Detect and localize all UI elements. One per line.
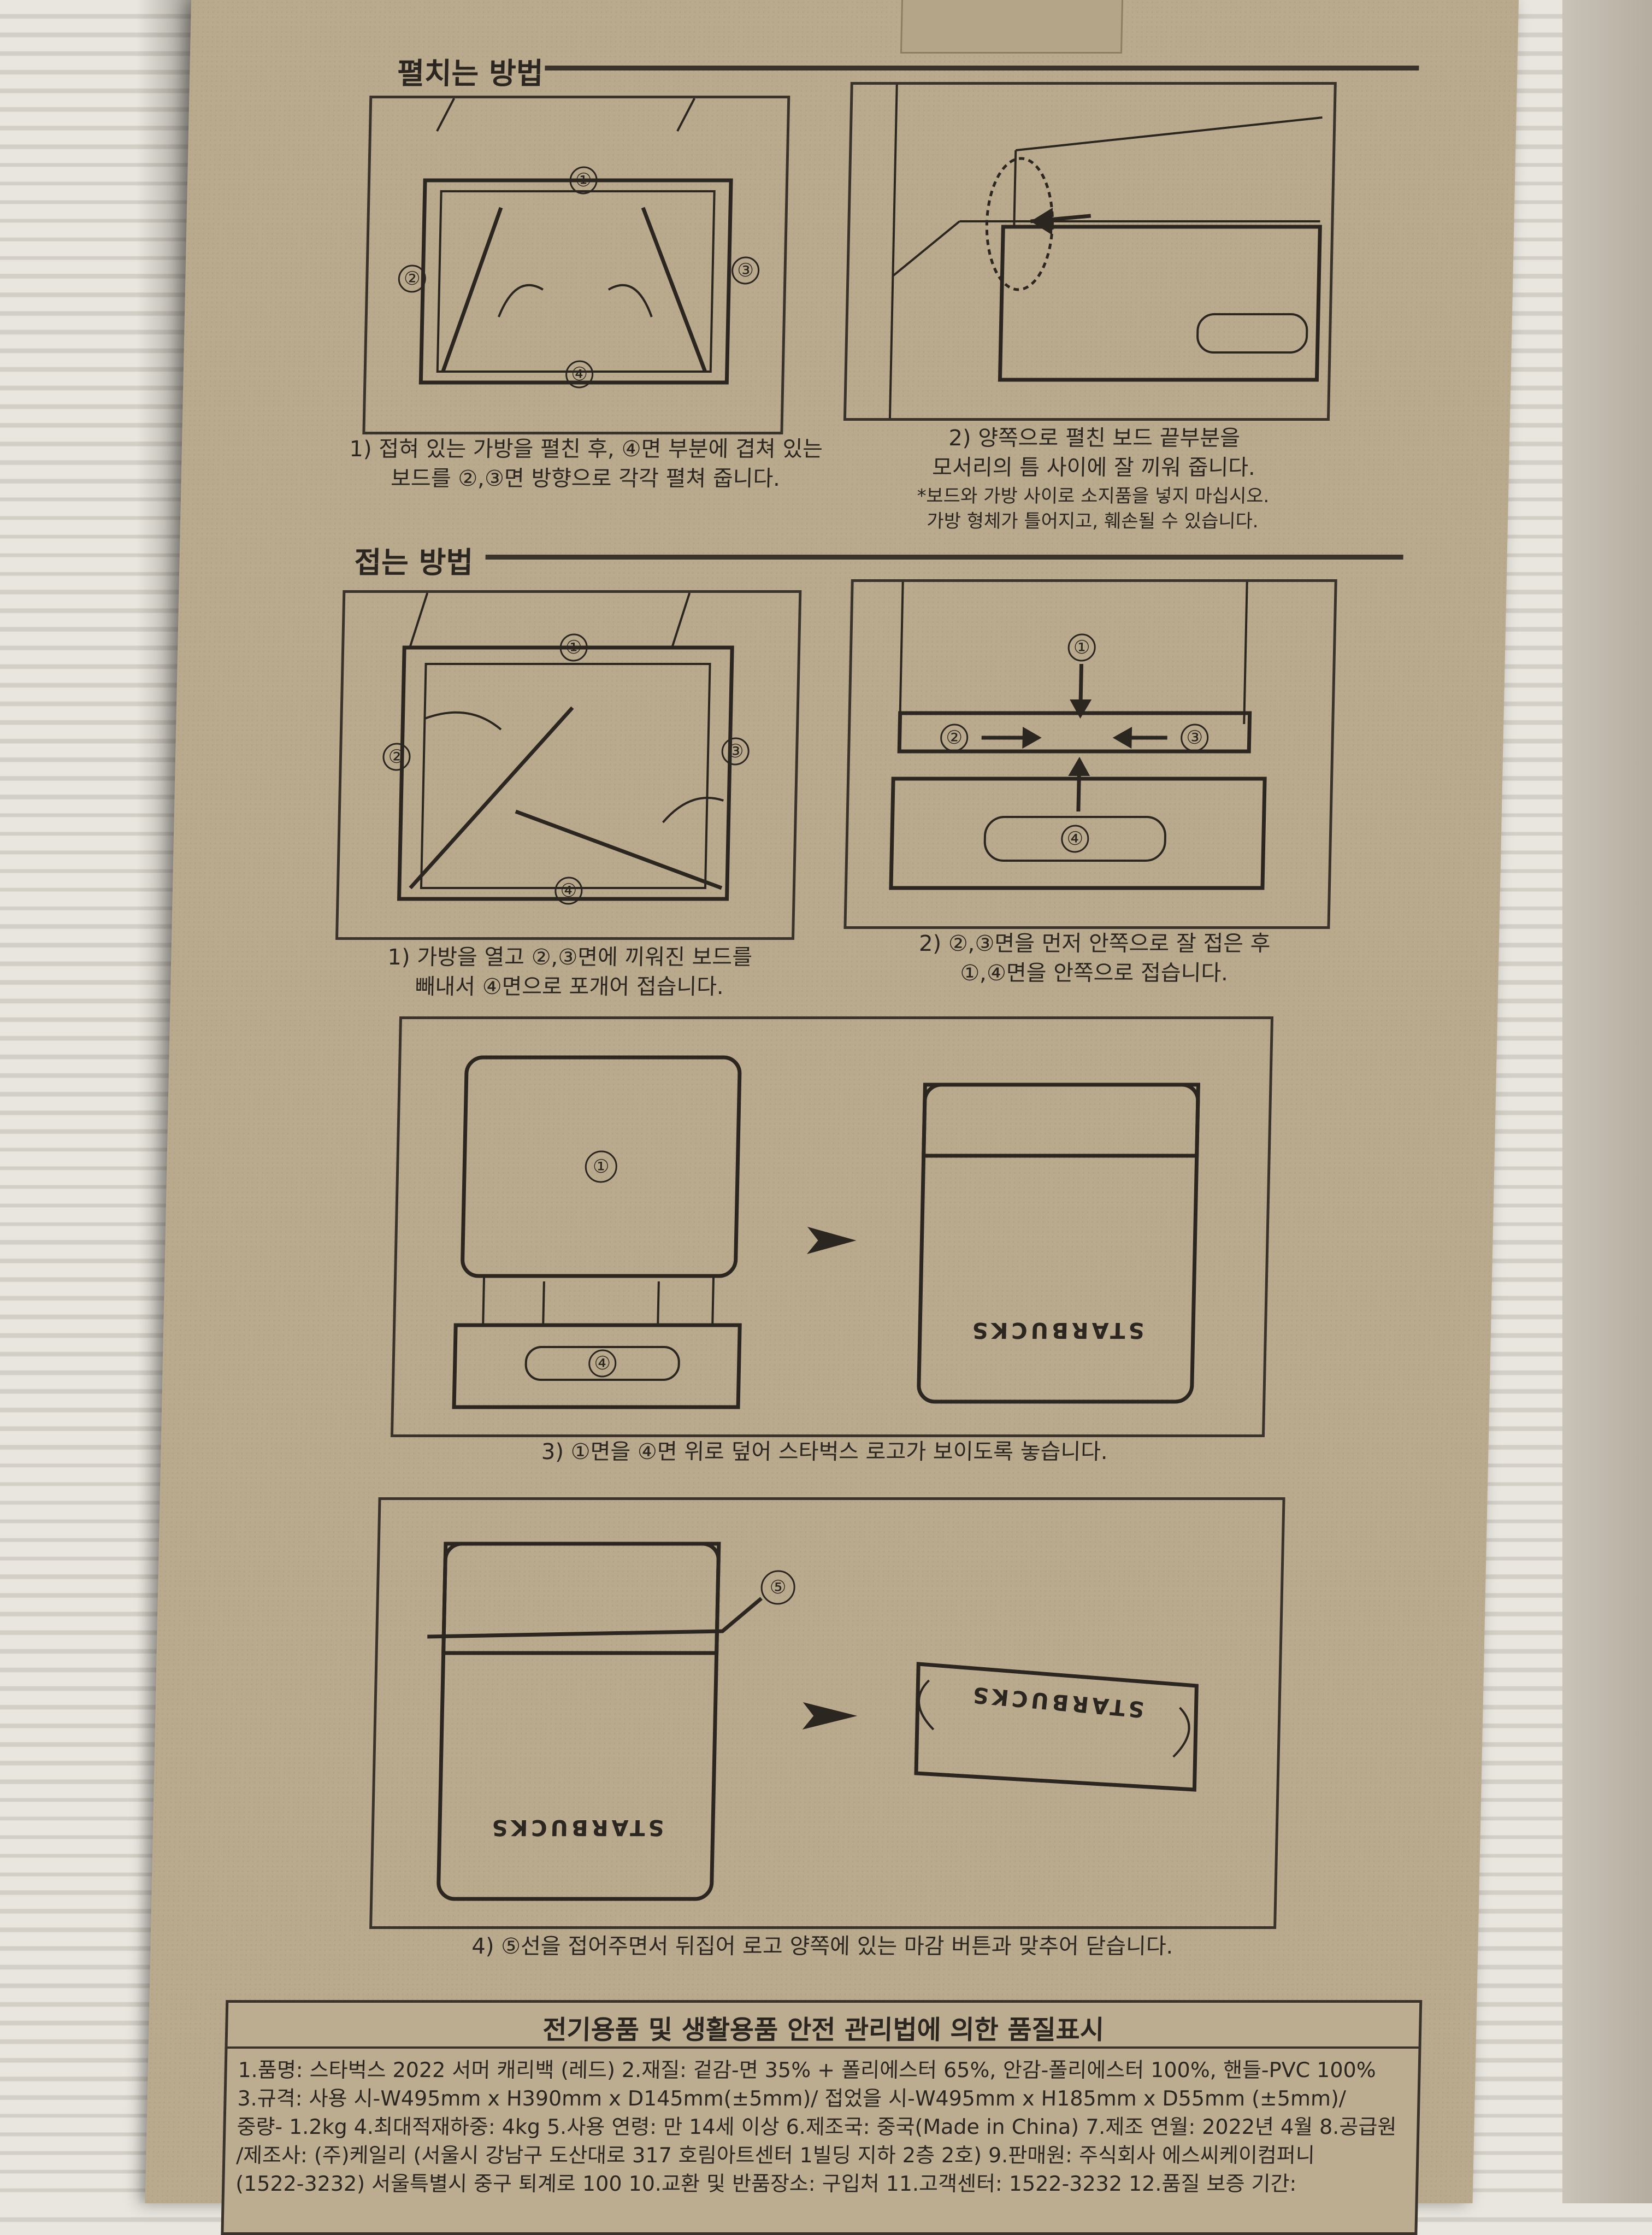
fold-step4: 4) ⑤선을 접어주면서 뒤집어 로고 양쪽에 있는 마감 버튼과 맞추어 닫습…	[471, 1934, 1173, 1959]
instruction-board: 펼치는 방법 ① ② ③ ④ 1) 접혀 있는 가방을 펼친 후, ④면 부분에	[145, 0, 1519, 2235]
label-3b: ③	[727, 740, 744, 762]
fold-step1-text: 1) 가방을 열고 ②,③면에 끼워진 보드를 빼내서 ④면으로 포개어 접습니…	[334, 943, 805, 1002]
unfold-diagram-2	[888, 85, 1323, 418]
unfold-note: *보드와 가방 사이로 소지품을 넣지 마십시오. 가방 형체가 틀어지고, 훼…	[917, 485, 1270, 532]
unfold-step1: 1) 접혀 있는 가방을 펼친 후, ④면 부분에 겹쳐 있는 보드를 ②,③면…	[349, 437, 823, 491]
background-right	[1562, 0, 1652, 2203]
label-2c: ②	[946, 727, 963, 749]
fold-diagram-3: ① ④ STARBUCKS	[452, 1055, 1200, 1409]
label-4d: ④	[594, 1352, 611, 1374]
quality-line-3: 중량- 1.2kg 4.최대적재하중: 4kg 5.사용 연령: 만 14세 이…	[237, 2115, 1397, 2139]
label-4: ④	[571, 363, 588, 385]
fold-diagram-4: ⑤ STARBUCKS STARBUCKS	[427, 1542, 1199, 1901]
label-1b: ①	[565, 637, 582, 658]
unfold-panel-2	[843, 82, 1337, 421]
label-4b: ④	[560, 880, 577, 902]
fold-step3: 3) ①면을 ④면 위로 덮어 스타벅스 로고가 보이도록 놓습니다.	[541, 1439, 1108, 1464]
quality-line-1: 1.품명: 스타벅스 2022 서머 캐리백 (레드) 2.재질: 겉감-면 3…	[238, 2058, 1377, 2082]
fold-panel-3: ① ④ STARBUCKS	[390, 1016, 1274, 1437]
fold-step2: 2) ②,③면을 먼저 안쪽으로 잘 접은 후 ①,④면을 안쪽으로 접습니다.	[918, 931, 1271, 986]
unfold-note-text: *보드와 가방 사이로 소지품을 넣지 마십시오. 가방 형체가 틀어지고, 훼…	[841, 484, 1345, 534]
fold-panel-1: ① ② ③ ④	[335, 590, 802, 940]
fold-panel-2: ① ② ③ ④	[843, 579, 1337, 929]
unfold-diagram-1: ① ② ③ ④	[398, 98, 760, 389]
label-2b: ②	[388, 746, 405, 768]
fold-step3-text: 3) ①면을 ④면 위로 덮어 스타벅스 로고가 보이도록 놓습니다.	[390, 1437, 1259, 1467]
unfold-panel-1: ① ② ③ ④	[362, 96, 790, 434]
quality-line-2: 3.규격: 사용 시-W495mm x H390mm x D145mm(±5mm…	[237, 2086, 1347, 2110]
quality-title: 전기용품 및 생활용품 안전 관리법에 의한 품질표시	[542, 2015, 1105, 2045]
label-3: ③	[737, 260, 754, 281]
label-1: ①	[575, 169, 592, 191]
fold-title: 접는 방법	[353, 545, 474, 580]
unfold-rule	[545, 66, 1419, 70]
fold-diagram-1: ① ② ③ ④	[382, 593, 750, 905]
fold-step4-text: 4) ⑤선을 접어주면서 뒤집어 로고 양쪽에 있는 마감 버튼과 맞추어 닫습…	[358, 1932, 1287, 1961]
label-4c: ④	[1066, 828, 1083, 850]
quality-separator	[227, 2046, 1419, 2049]
label-5: ⑤	[769, 1577, 786, 1598]
unfold-title: 펼치는 방법	[397, 56, 544, 91]
starbucks-logo-1: STARBUCKS	[969, 1318, 1144, 1343]
label-1c: ①	[1073, 637, 1090, 658]
starbucks-logo-2: STARBUCKS	[488, 1815, 664, 1840]
fold-rule	[485, 555, 1403, 560]
fold-step2-text: 2) ②,③면을 먼저 안쪽으로 잘 접은 후 ①,④면을 안쪽으로 접습니다.	[842, 929, 1346, 988]
quality-label-box: 전기용품 및 생활용품 안전 관리법에 의한 품질표시 1.품명: 스타벅스 2…	[221, 2000, 1423, 2235]
unfold-step2: 2) 양쪽으로 펼친 보드 끝부분을 모서리의 틈 사이에 잘 끼워 줍니다.	[931, 426, 1256, 480]
fold-diagram-2: ① ② ③ ④	[889, 582, 1267, 890]
quality-line-4: /제조사: (주)케일리 (서울시 강남구 도산대로 317 호림아트센터 1빌…	[235, 2143, 1315, 2167]
fold-panel-4: ⑤ STARBUCKS STARBUCKS	[369, 1497, 1285, 1929]
unfold-step2-text: 2) 양쪽으로 펼친 보드 끝부분을 모서리의 틈 사이에 잘 끼워 줍니다.	[842, 424, 1346, 483]
unfold-step1-text: 1) 접혀 있는 가방을 펼친 후, ④면 부분에 겹쳐 있는 보드를 ②,③면…	[339, 434, 832, 493]
fold-step1: 1) 가방을 열고 ②,③면에 끼워진 보드를 빼내서 ④면으로 포개어 접습니…	[387, 945, 753, 999]
quality-line-5: (1522-3232) 서울특별시 중구 퇴계로 100 10.교환 및 반품장…	[235, 2172, 1297, 2196]
starbucks-logo-3: STARBUCKS	[969, 1681, 1146, 1722]
board-tab	[900, 0, 1123, 54]
label-2: ②	[404, 268, 421, 290]
label-1d: ①	[593, 1156, 610, 1178]
label-3c: ③	[1186, 727, 1203, 749]
